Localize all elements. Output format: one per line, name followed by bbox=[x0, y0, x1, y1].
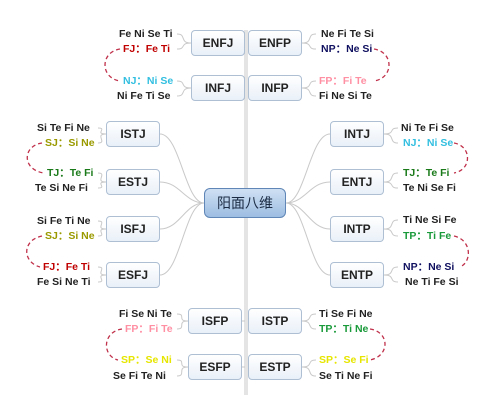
function-label-fj-fe-ti-lower: FJ：Fe Ti bbox=[42, 261, 92, 273]
function-label-tj-te-fi-right: TJ：Te Fi bbox=[402, 167, 451, 179]
bracket-entp-a bbox=[383, 266, 399, 276]
bracket-esfj-a bbox=[97, 266, 107, 276]
function-label-istj-stack: Si Te Fi Ne bbox=[36, 122, 91, 134]
type-node-enfp[interactable]: ENFP bbox=[248, 30, 302, 56]
function-label-tp-ti-ne-bottom: TP：Ti Ne bbox=[318, 323, 370, 335]
function-label-sj-si-ne-lower: SJ：Si Ne bbox=[44, 230, 96, 242]
pair-link-tp-sp bbox=[369, 328, 386, 361]
function-label-np-ne-si-top: NP：Ne Si bbox=[320, 43, 374, 55]
type-node-isfp[interactable]: ISFP bbox=[188, 308, 242, 334]
function-label-nj-ni-se-left: NJ：Ni Se bbox=[122, 75, 175, 87]
function-label-isfp-stack: Fi Se Ni Te bbox=[118, 308, 173, 320]
function-label-tj-te-fi-left: TJ：Te Fi bbox=[46, 167, 95, 179]
function-label-np-ne-si-right: NP：Ne Si bbox=[402, 261, 456, 273]
function-label-entj-stack: Te Ni Se Fi bbox=[402, 182, 457, 194]
function-label-intp-stack: Ti Ne Si Fe bbox=[402, 214, 458, 226]
function-label-enfj-stack: Fe Ni Se Ti bbox=[118, 28, 174, 40]
bracket-estj-b bbox=[97, 181, 107, 189]
bracket-estj-a bbox=[97, 172, 107, 183]
pair-link-fj-nj bbox=[104, 48, 121, 82]
link-center-isfj bbox=[159, 202, 205, 230]
pair-link-tp-np bbox=[453, 235, 469, 268]
type-node-enfj[interactable]: ENFJ bbox=[191, 30, 245, 56]
link-center-intp bbox=[285, 202, 331, 230]
link-center-esfj bbox=[159, 202, 205, 276]
function-label-isfj-stack: Si Fe Ti Ne bbox=[36, 215, 92, 227]
bracket-estp-b bbox=[301, 366, 317, 377]
bracket-enfj-b bbox=[176, 42, 192, 50]
bracket-infp-b bbox=[301, 87, 317, 97]
function-label-infp-stack: Fi Ne Si Te bbox=[318, 90, 373, 102]
type-node-entp[interactable]: ENTP bbox=[330, 262, 384, 288]
function-label-estp-stack: Se Ti Ne Fi bbox=[318, 370, 374, 382]
type-node-esfj[interactable]: ESFJ bbox=[106, 262, 160, 288]
function-label-fp-fi-te-bottom: FP：Fi Te bbox=[124, 323, 174, 335]
function-label-esfj-stack: Fe Si Ne Ti bbox=[36, 276, 92, 288]
bracket-enfp-a bbox=[301, 33, 317, 44]
function-label-sp-se-ni: SP：Se Ni bbox=[120, 354, 173, 366]
bracket-enfj-a bbox=[176, 33, 192, 44]
type-node-estj[interactable]: ESTJ bbox=[106, 169, 160, 195]
function-label-istp-stack: Ti Se Fi Ne bbox=[318, 308, 374, 320]
type-node-infj[interactable]: INFJ bbox=[191, 75, 245, 101]
bracket-isfj-a bbox=[97, 220, 107, 230]
function-label-fp-fi-te-top: FP：Fi Te bbox=[318, 75, 368, 87]
link-center-intj bbox=[285, 133, 331, 204]
link-center-entp bbox=[285, 202, 331, 276]
pair-link-fp-sp bbox=[105, 328, 123, 361]
type-node-intj[interactable]: INTJ bbox=[330, 121, 384, 147]
bracket-isfj-b bbox=[97, 228, 107, 237]
bracket-entp-b bbox=[383, 274, 399, 283]
function-label-sj-si-ne-upper: SJ：Si Ne bbox=[44, 137, 96, 149]
function-label-nj-ni-se-right: NJ：Ni Se bbox=[402, 137, 455, 149]
bracket-enfp-b bbox=[301, 42, 317, 50]
type-node-infp[interactable]: INFP bbox=[248, 75, 302, 101]
bracket-infj-b bbox=[176, 87, 192, 97]
bracket-intj-a bbox=[383, 127, 399, 135]
function-label-sp-se-fi: SP：Se Fi bbox=[318, 354, 370, 366]
pair-link-np-fp bbox=[373, 48, 390, 82]
type-node-estp[interactable]: ESTP bbox=[248, 354, 302, 380]
bracket-infj-a bbox=[176, 80, 192, 89]
bracket-entj-a bbox=[383, 172, 399, 183]
type-node-istj[interactable]: ISTJ bbox=[106, 121, 160, 147]
bracket-isfp-b bbox=[176, 320, 189, 330]
function-label-esfp-stack: Se Fi Te Ni bbox=[112, 370, 167, 382]
center-node[interactable]: 阳面八维 bbox=[204, 188, 286, 218]
type-node-isfj[interactable]: ISFJ bbox=[106, 216, 160, 242]
bracket-istp-a bbox=[301, 313, 317, 322]
pair-link-sj-tj bbox=[26, 142, 45, 174]
bracket-esfp-a bbox=[176, 359, 189, 368]
function-label-entp-stack: Ne Ti Fe Si bbox=[404, 276, 460, 288]
function-label-intj-stack: Ni Te Fi Se bbox=[400, 122, 455, 134]
function-label-tp-ti-fe-right: TP：Ti Fe bbox=[402, 230, 453, 242]
bracket-intp-a bbox=[383, 219, 399, 230]
type-node-intp[interactable]: INTP bbox=[330, 216, 384, 242]
function-label-estj-stack: Te Si Ne Fi bbox=[34, 182, 89, 194]
type-node-entj[interactable]: ENTJ bbox=[330, 169, 384, 195]
type-node-esfp[interactable]: ESFP bbox=[188, 354, 242, 380]
bracket-istp-b bbox=[301, 320, 317, 330]
bracket-infp-a bbox=[301, 80, 317, 89]
function-label-enfp-stack: Ne Fi Te Si bbox=[320, 28, 375, 40]
bracket-isfp-a bbox=[176, 313, 189, 322]
function-label-fj-fe-ti: FJ：Fe Ti bbox=[122, 43, 172, 55]
pair-link-sj-fj bbox=[26, 235, 43, 268]
bracket-istj-a bbox=[97, 127, 107, 135]
link-center-istj bbox=[159, 133, 205, 204]
bracket-istj-b bbox=[97, 133, 107, 144]
bracket-entj-b bbox=[383, 181, 399, 189]
link-center-estj bbox=[159, 181, 205, 204]
function-label-infj-stack: Ni Fe Ti Se bbox=[116, 90, 172, 102]
link-center-entj bbox=[285, 181, 331, 204]
bracket-esfp-b bbox=[176, 366, 189, 377]
type-node-istp[interactable]: ISTP bbox=[248, 308, 302, 334]
bracket-intj-b bbox=[383, 133, 399, 144]
bracket-esfj-b bbox=[97, 274, 107, 283]
pair-link-nj-tj bbox=[453, 142, 469, 174]
bracket-intp-b bbox=[383, 228, 399, 237]
bracket-estp-a bbox=[301, 359, 317, 368]
